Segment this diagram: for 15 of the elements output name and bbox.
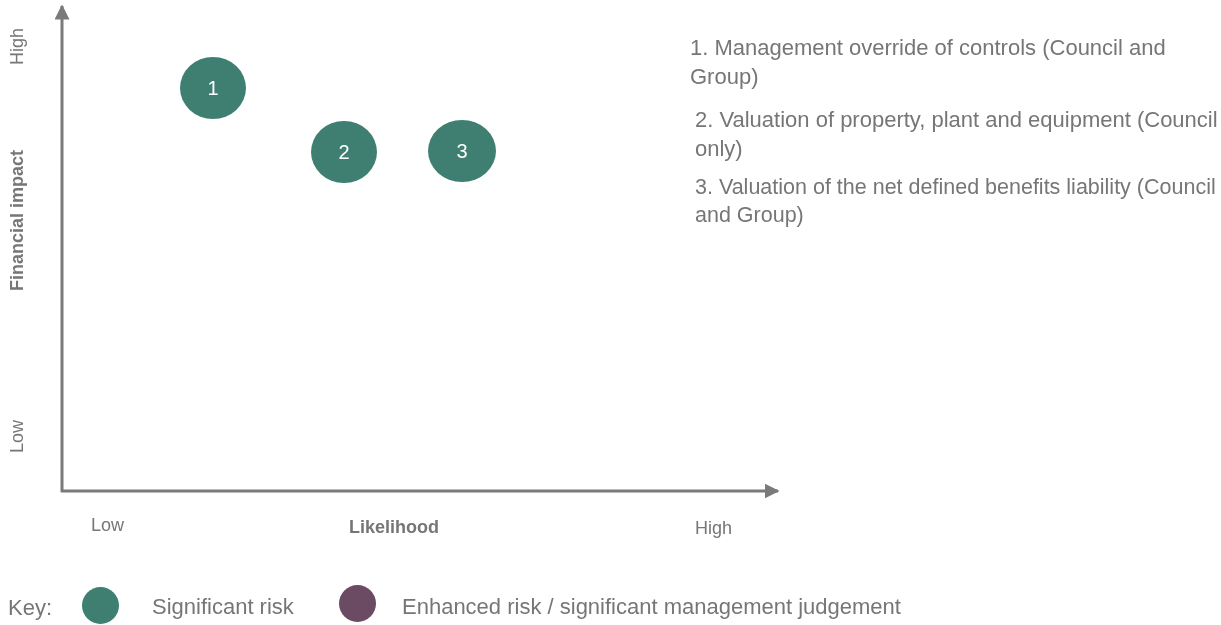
legend-label: Significant risk: [152, 594, 294, 620]
risk-description: 2. Valuation of property, plant and equipment (Council only): [695, 106, 1219, 163]
key-label: Key:: [8, 594, 53, 622]
axis-end-label: High: [695, 517, 733, 540]
legend-label: Enhanced risk / significant management judgement: [402, 594, 901, 620]
axis-title: Likelihood: [349, 516, 439, 539]
axis-end-label: Low: [6, 420, 28, 454]
risk-circle: 2: [311, 121, 377, 183]
risk-circle: 1: [180, 57, 246, 119]
axis-title: Financial impact: [6, 150, 28, 292]
risk-circle: 3: [428, 120, 496, 182]
axis-end-label: Low: [91, 514, 125, 537]
axis-end-label: High: [6, 28, 28, 66]
risk-description: 3. Valuation of the net defined benefits liability (Council and Group): [695, 174, 1217, 229]
risk-description: 1. Management override of controls (Council and Group): [690, 34, 1167, 91]
